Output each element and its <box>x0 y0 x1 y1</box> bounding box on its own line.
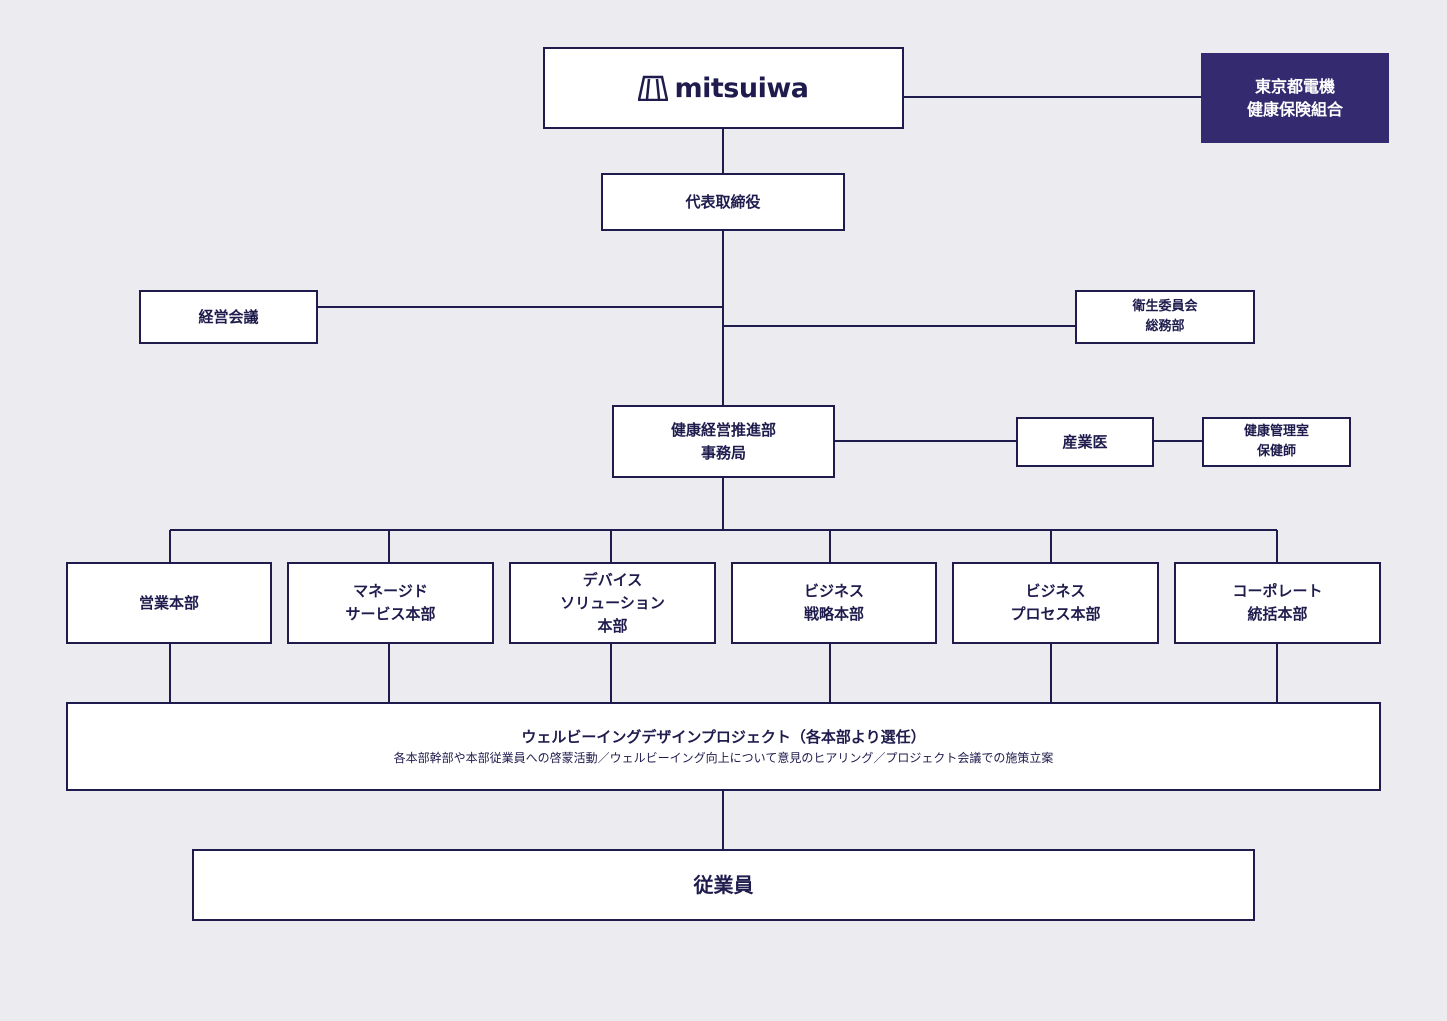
industrial-doctor-box: 産業医 <box>1016 417 1154 467</box>
employees-box: 従業員 <box>192 849 1255 921</box>
division-business-process: ビジネス プロセス本部 <box>952 562 1159 644</box>
division-sales: 営業本部 <box>66 562 272 644</box>
division-corporate: コーポレート 統括本部 <box>1174 562 1381 644</box>
division-business-strategy: ビジネス 戦略本部 <box>731 562 937 644</box>
health-insurance-union-box: 東京都電機 健康保険組合 <box>1201 53 1389 143</box>
wellbeing-project-title: ウェルビーイングデザインプロジェクト（各本部より選任） <box>521 727 926 746</box>
ceo-box: 代表取締役 <box>601 173 845 231</box>
wellbeing-project-box: ウェルビーイングデザインプロジェクト（各本部より選任） 各本部幹部や本部従業員へ… <box>66 702 1381 791</box>
division-managed-services: マネージド サービス本部 <box>287 562 494 644</box>
division-device-solutions: デバイス ソリューション 本部 <box>509 562 716 644</box>
company-logo-box: mitsuiwa <box>543 47 904 129</box>
health-committee-box: 衛生委員会 総務部 <box>1075 290 1255 344</box>
mitsuiwa-logo-icon <box>638 75 669 101</box>
company-logo-text: mitsuiwa <box>674 72 809 104</box>
company-logo: mitsuiwa <box>638 72 809 104</box>
health-promotion-office-box: 健康経営推進部 事務局 <box>612 405 835 478</box>
health-management-room-box: 健康管理室 保健師 <box>1202 417 1351 467</box>
management-meeting-box: 経営会議 <box>139 290 318 344</box>
wellbeing-project-description: 各本部幹部や本部従業員への啓蒙活動／ウェルビーイング向上について意見のヒアリング… <box>393 750 1054 765</box>
